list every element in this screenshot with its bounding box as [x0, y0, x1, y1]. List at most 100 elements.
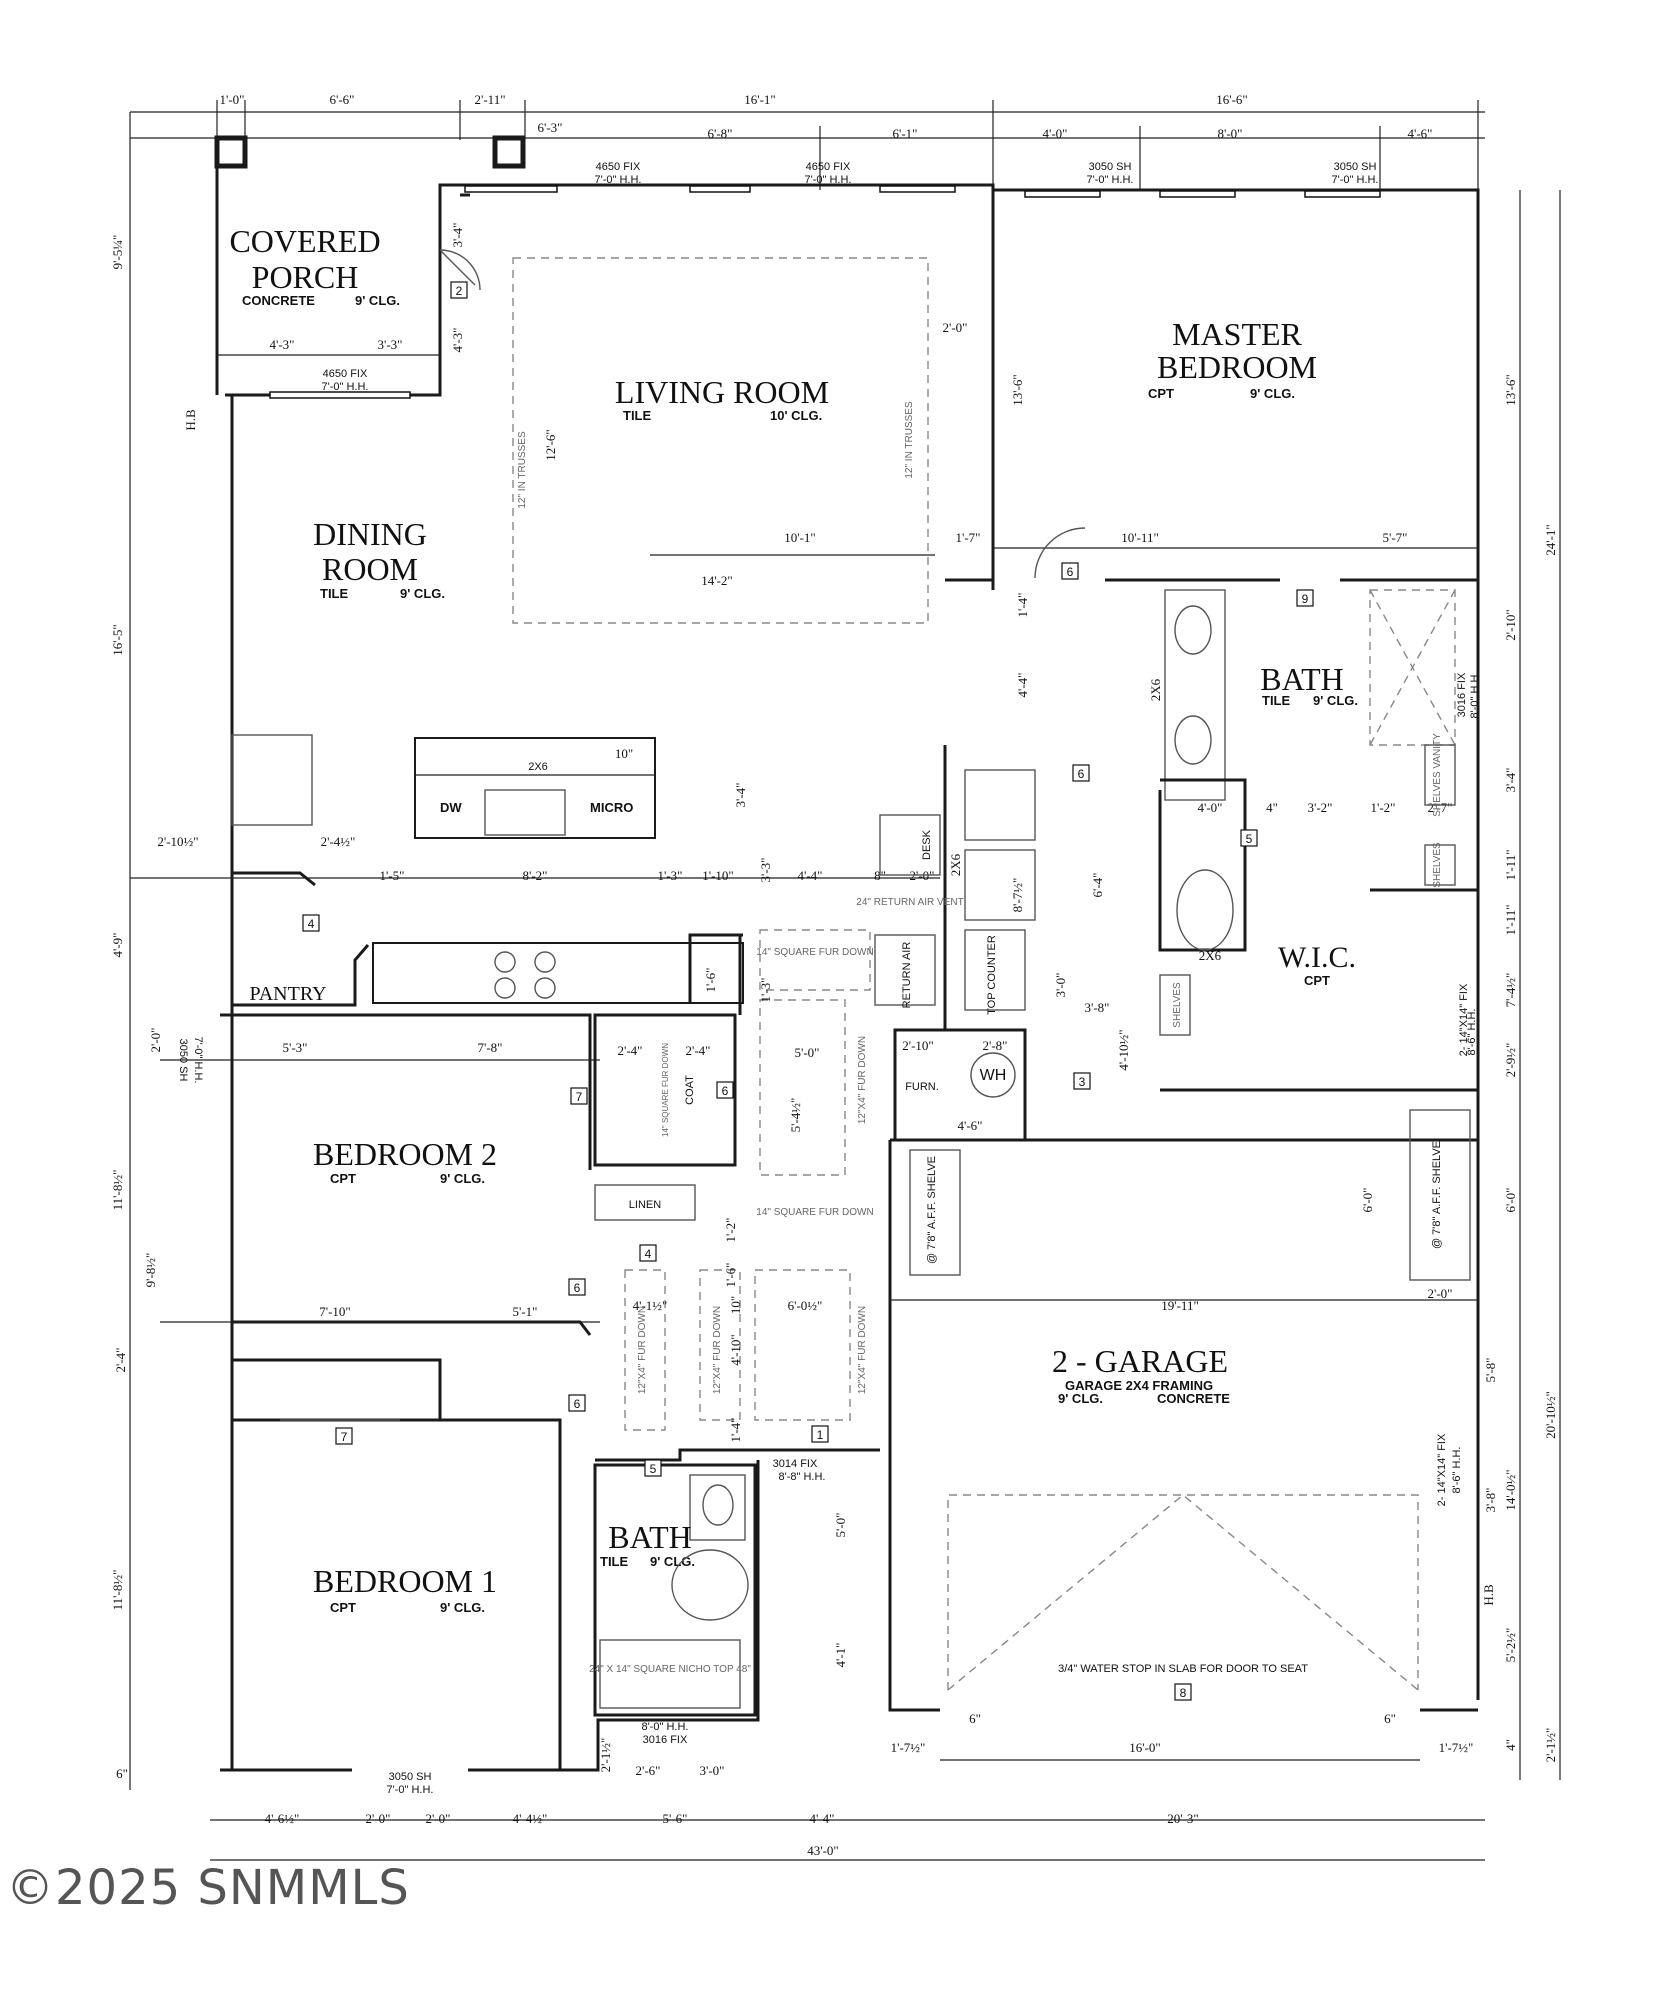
left-dim-7: 6" — [116, 1766, 128, 1781]
fur-down-12-3: 12"X4" FUR DOWN — [712, 1306, 723, 1394]
fur-down-14-1: 14" SQUARE FUR DOWN — [756, 947, 873, 958]
vanity — [1164, 589, 1226, 801]
living-truss-left: 12" IN TRUSSES — [517, 431, 528, 509]
hall-dim-4-1: 4'-1½" — [633, 1298, 668, 1313]
top-dimensions — [130, 100, 1485, 190]
window-bd1-hh: 7'-0" H.H. — [387, 1784, 434, 1796]
fur-down-12-2: 12"X4" FUR DOWN — [637, 1306, 648, 1394]
master-bath-name: BATH — [1260, 661, 1344, 697]
bedroom2-material: CPT — [330, 1171, 356, 1186]
desk-label: DESK — [921, 829, 933, 860]
tag-4b: 4 — [645, 1247, 652, 1261]
tag-6a: 6 — [1067, 565, 1074, 579]
bedroom2-ceiling: 9' CLG. — [440, 1171, 485, 1186]
right-dim-13: 3'-8" — [1483, 1488, 1498, 1513]
bath-dim-2-6: 2'-6" — [636, 1763, 661, 1778]
tag-5a: 5 — [1246, 832, 1253, 846]
bath2-material: TILE — [600, 1554, 628, 1569]
hall-dim-5-0: 5'-0" — [795, 1045, 820, 1060]
bottom-dimensions: 4'-6½" 2'-0" 2'-0" 4'-4½" 5'-6" 4'-4" 20… — [210, 1811, 1485, 1861]
window-4-type: 3050 SH — [1334, 161, 1377, 173]
tag-2: 2 — [456, 284, 463, 298]
hall-dim-3-0: 3'-0" — [1053, 973, 1068, 998]
master-dim-w2: 5'-7" — [1383, 530, 1408, 545]
right-dimensions: 13'-6" 24'-1" 2'-10" 3'-4" 1'-11" 1'-11"… — [1481, 190, 1561, 1780]
right-dim-16: 2'-1½" — [1543, 1728, 1558, 1763]
kit-dim-4-4: 4'-4" — [798, 868, 823, 883]
window-11-type: 2- 14"X14" FIX — [1458, 983, 1470, 1056]
hall-dim-6-4: 6'-4" — [1090, 873, 1105, 898]
dim-top-5: 16'-6" — [1216, 92, 1247, 107]
tag-4a: 4 — [308, 917, 315, 931]
right-dim-7: 7'-4½" — [1503, 973, 1518, 1008]
living-dim-w: 10'-1" — [784, 530, 815, 545]
bath-dim-4-0: 4'-0" — [1198, 800, 1223, 815]
dining-ceiling: 9' CLG. — [400, 586, 445, 601]
kit-dim-1-5: 1'-5" — [380, 868, 405, 883]
hall-dim-3-8: 3'-8" — [1085, 1000, 1110, 1015]
covered-porch: COVERED PORCH CONCRETE 9' CLG. 4'-3" 3'-… — [215, 140, 481, 395]
bd2-dim-5-3: 5'-3" — [283, 1040, 308, 1055]
tag-6c: 6 — [722, 1084, 729, 1098]
master-bath-ceiling: 9' CLG. — [1313, 693, 1358, 708]
window-6-hh: 8'-0" H.H. — [642, 1721, 689, 1733]
return-air-vent: 24" RETURN AIR VENT — [856, 897, 963, 908]
hall-dim-2-4b: 2'-4" — [686, 1043, 711, 1058]
left-dimensions: 9'-5¼" 16'-5" 4'-9" 11'-8½" 11'-8½" 6" H… — [110, 112, 198, 1790]
porch-dim-1: 4'-3" — [270, 337, 295, 352]
dining-kitchen: DINING ROOM TILE 9' CLG. 2X6 DW MICRO 10… — [130, 516, 940, 1015]
bedroom1-material: CPT — [330, 1600, 356, 1615]
bath-dim-3-2: 3'-2" — [1308, 800, 1333, 815]
porch-name-2: PORCH — [252, 259, 359, 295]
window-1-hh: 7'-0" H.H. — [595, 174, 642, 186]
left-dim-2-4: 2'-4" — [113, 1348, 128, 1373]
bath-dim-4: 4" — [1266, 800, 1278, 815]
fur-down-14-2: 14" SQUARE FUR DOWN — [756, 1207, 873, 1218]
master-ceiling: 9' CLG. — [1250, 386, 1295, 401]
kitchen-sink — [484, 789, 566, 836]
wic-name: W.I.C. — [1278, 941, 1356, 974]
garage: 19'-11" 2 - GARAGE GARAGE 2X4 FRAMING 9'… — [890, 672, 1481, 1761]
hb-label-2: H.B — [1481, 1584, 1496, 1606]
left-dim-3: 4'-9" — [110, 933, 125, 958]
bedroom2-name: BEDROOM 2 — [313, 1136, 497, 1172]
master-bath: BATH TILE 9' CLG. 2X6 4'-0" 4" 3'-2" 1'-… — [1148, 589, 1478, 1092]
window-11-hh: 8'-6" H.H. — [1466, 1009, 1478, 1056]
garage-dim-1-7a: 1'-7½" — [891, 1740, 926, 1755]
hb-label-1: H.B — [183, 409, 198, 431]
top-windows — [269, 185, 1381, 399]
hall-dim-1-6b: 1'-6" — [723, 1263, 738, 1288]
master-name-2: BEDROOM — [1157, 349, 1317, 385]
window-7-hh: 8'-8" H.H. — [779, 1471, 826, 1483]
tag-6d: 6 — [574, 1281, 581, 1295]
shower — [1369, 589, 1456, 746]
right-dim-5: 1'-11" — [1503, 850, 1518, 881]
right-dim-11: 5'-8" — [1483, 1358, 1498, 1383]
hall-2x6: 2X6 — [948, 853, 963, 876]
master-material: CPT — [1148, 386, 1174, 401]
window-5-type: 4650 FIX — [323, 368, 368, 380]
right-dim-12: 14'-0½" — [1503, 1469, 1518, 1510]
bath-dim-2-1: 2'-1½" — [598, 1738, 613, 1773]
master-dim-w: 10'-11" — [1121, 530, 1159, 545]
left-dim-2: 16'-5" — [110, 624, 125, 655]
garage-dim-6b: 6" — [1384, 1711, 1396, 1726]
window-10-type: 2- 14"X14" FIX — [1436, 1433, 1448, 1506]
tag-7a: 7 — [576, 1090, 583, 1104]
hall-dim-4-10: 4'-10½" — [1116, 1029, 1131, 1070]
dim-top-8: 6'-1" — [893, 126, 918, 141]
door-tags: 1 2 3 4 4 5 5 6 6 6 6 6 7 7 8 9 — [302, 281, 1314, 1701]
bath-dim-5-0: 5'-0" — [833, 1513, 848, 1538]
hall-dim-1-2: 1'-2" — [723, 1218, 738, 1243]
coat-label: COAT — [684, 1075, 696, 1105]
dim-top-10: 8'-0" — [1218, 126, 1243, 141]
right-dim-1: 13'-6" — [1503, 374, 1518, 405]
porch-post-right — [492, 135, 526, 169]
bd2-dim-9-8: 9'-8½" — [143, 1253, 158, 1288]
kit-dim-2-10: 2'-10½" — [157, 834, 198, 849]
fur-down-coat: 14" SQUARE FUR DOWN — [661, 1043, 670, 1137]
bath-dim-2-7: 2'-7" — [1428, 800, 1453, 815]
furn-label: FURN. — [905, 1081, 939, 1093]
garage-dim-19-11: 19'-11" — [1161, 1298, 1199, 1313]
left-dim-1: 9'-5¼" — [110, 235, 125, 270]
